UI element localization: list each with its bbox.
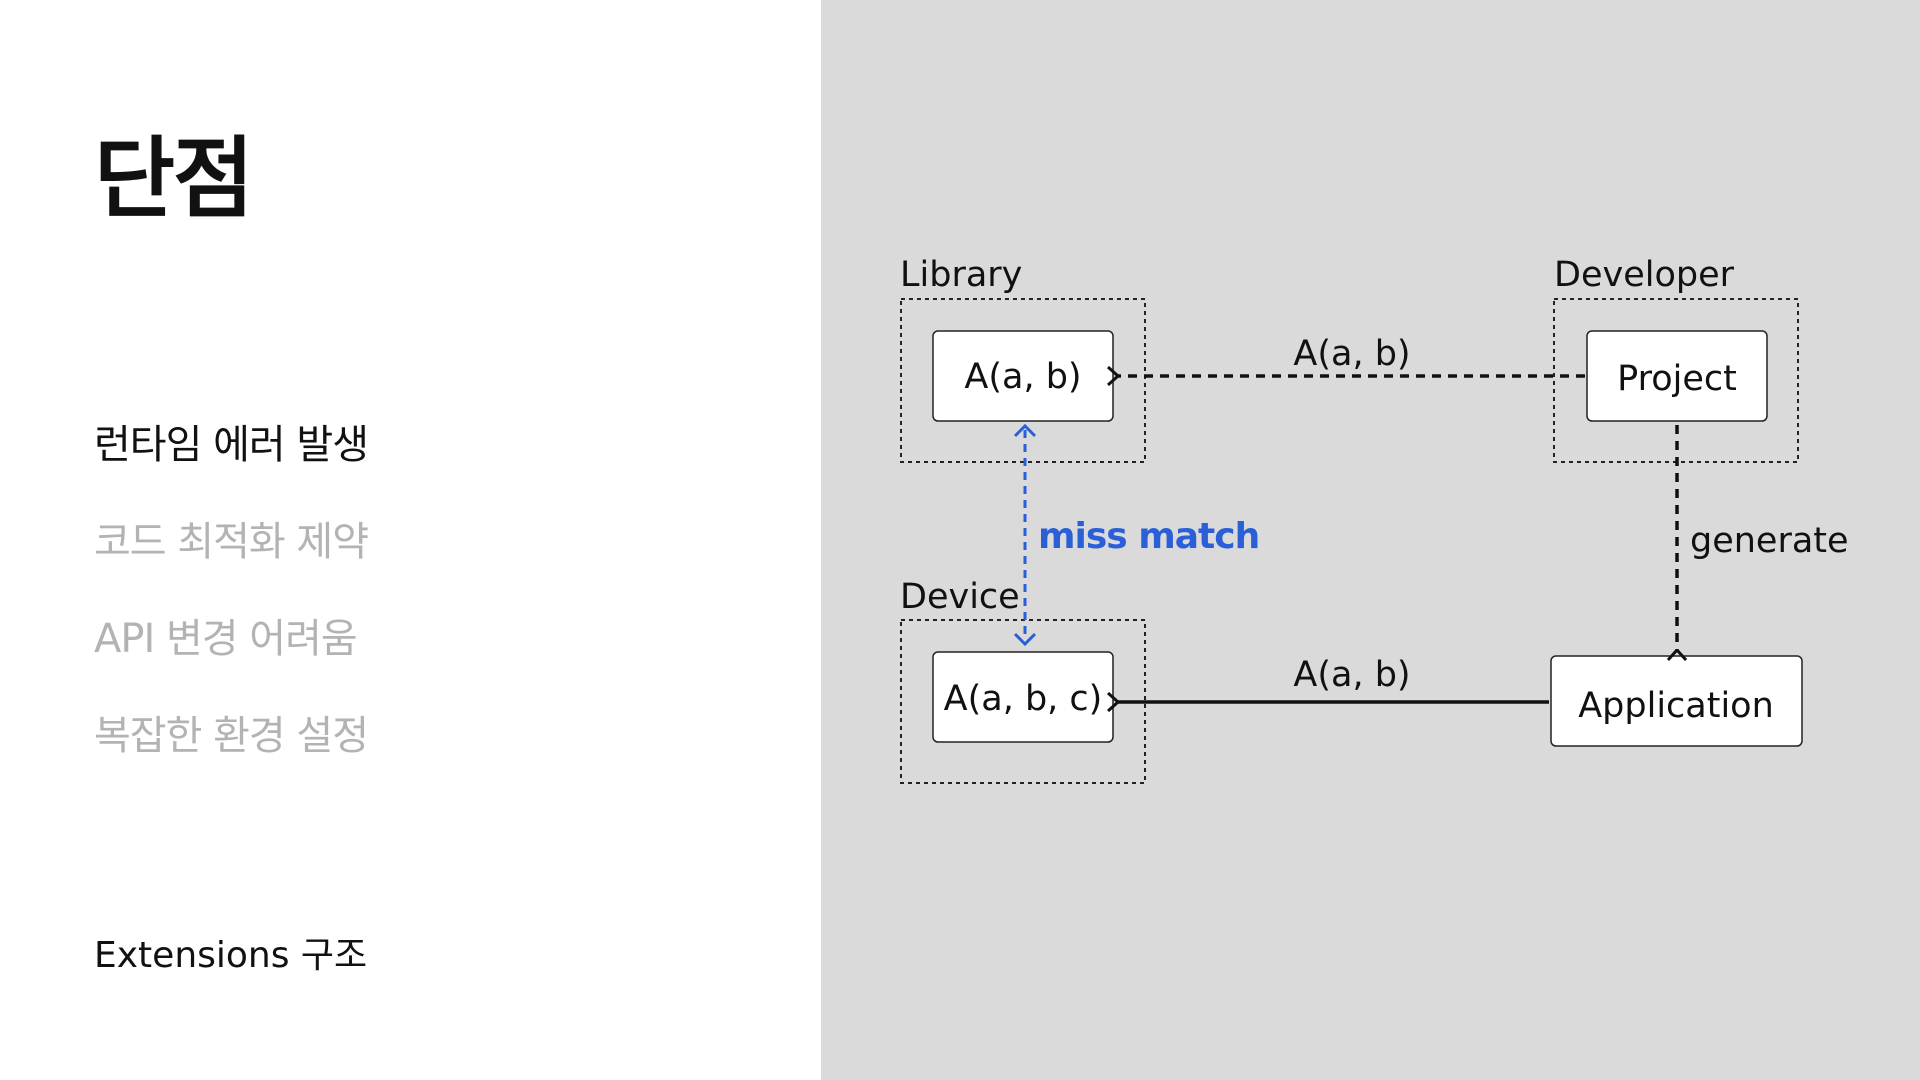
edge-label-project-to-library: A(a, b) [1293, 334, 1410, 374]
edge-label-application-to-device: A(a, b) [1293, 655, 1410, 695]
box-project [1586, 330, 1768, 422]
box-device-function-label: A(a, b, c) [944, 679, 1103, 719]
mismatch-arrowhead-up [1013, 423, 1037, 438]
list-item-api-change: API 변경 어려움 [94, 616, 358, 662]
box-library-function-label: A(a, b) [964, 357, 1081, 397]
box-application-label: Application [1578, 686, 1774, 726]
list-item-environment-setup: 복잡한 환경 설정 [94, 713, 369, 759]
group-label-developer: Developer [1554, 255, 1735, 295]
footer-caption: Extensions 구조 [94, 935, 368, 976]
group-frame-device [900, 619, 1146, 784]
page-title: 단점 [94, 127, 254, 230]
list-item-runtime-error: 런타임 에러 발생 [94, 422, 369, 468]
right-panel [821, 0, 1920, 1080]
edge-label-generate: generate [1690, 521, 1849, 561]
group-label-device: Device [900, 577, 1020, 617]
mismatch-arrowhead-down [1013, 632, 1037, 647]
box-project-label: Project [1617, 359, 1737, 399]
edge-label-mismatch: miss match [1038, 516, 1259, 557]
group-label-library: Library [900, 255, 1022, 295]
group-frame-library [900, 298, 1146, 463]
left-panel: 단점 런타임 에러 발생 코드 최적화 제약 API 변경 어려움 복잡한 환경… [0, 0, 821, 1080]
list-item-code-optimization: 코드 최적화 제약 [94, 519, 369, 565]
